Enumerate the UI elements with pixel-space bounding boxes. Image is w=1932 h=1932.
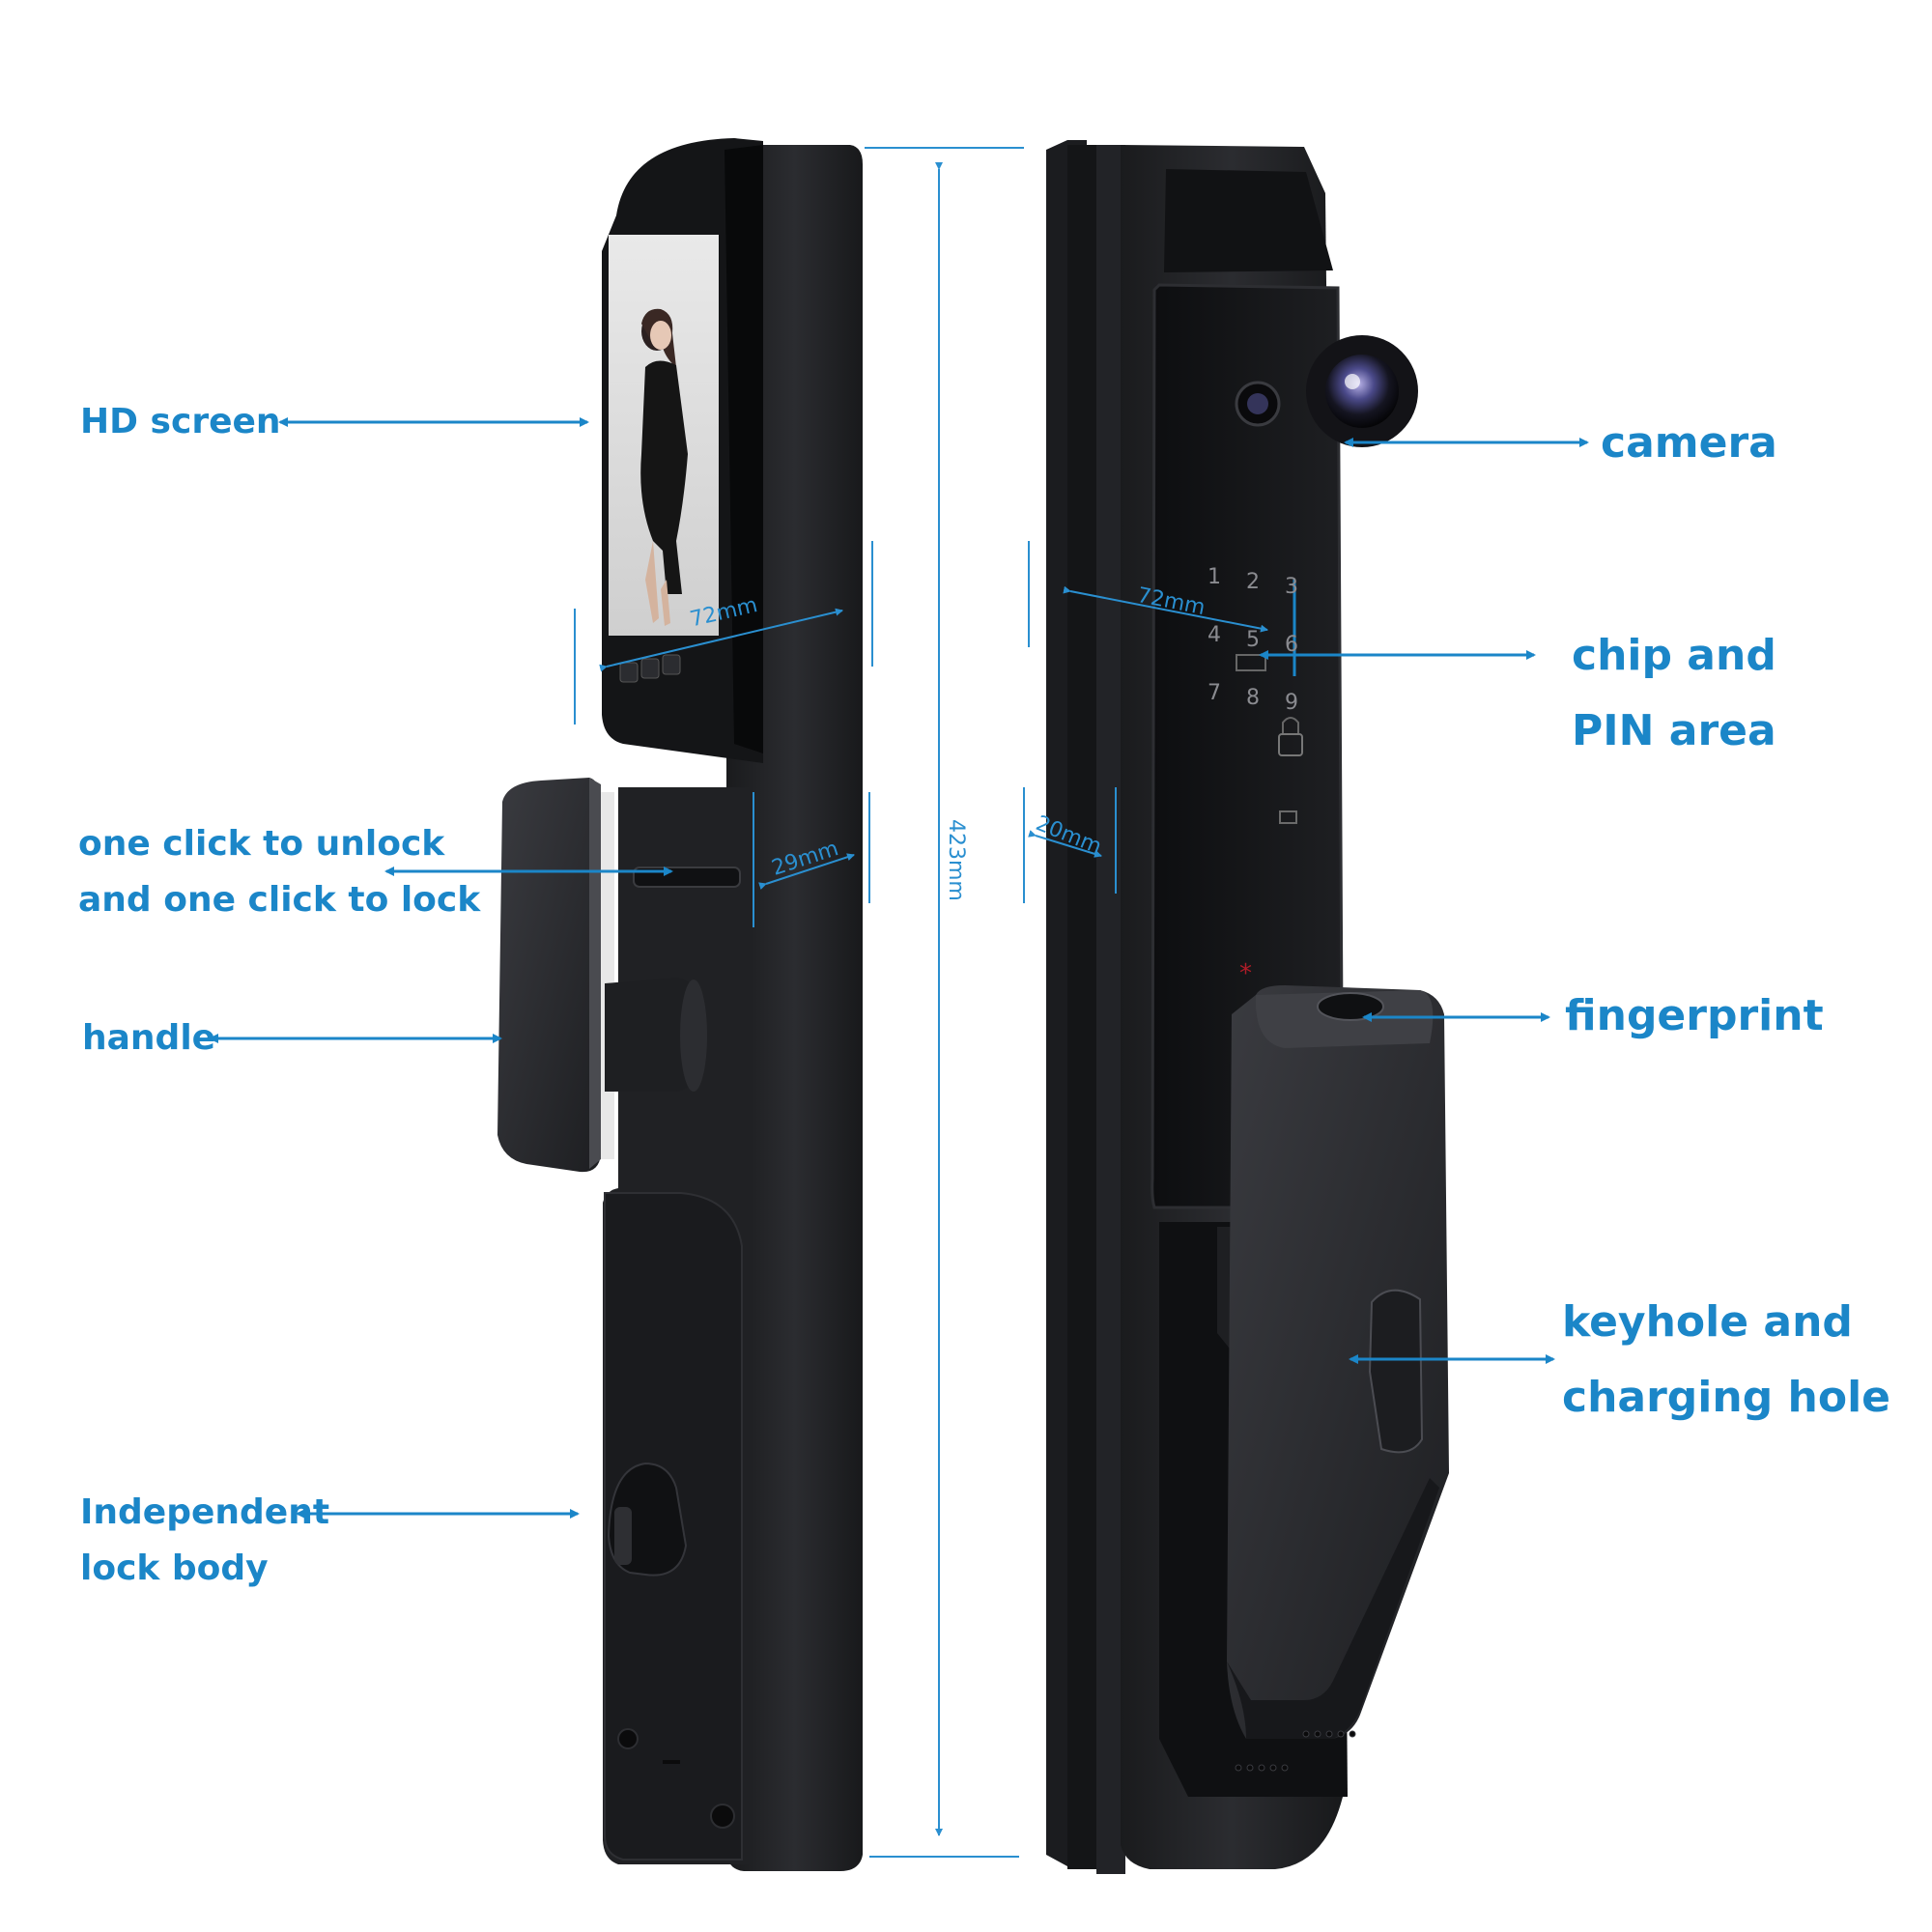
keypad-key-8: 8 xyxy=(1246,686,1260,710)
keyhole xyxy=(1368,1289,1424,1454)
chip-label-line1: chip and xyxy=(1572,631,1776,680)
one-click-label: one click to unlock and one click to loc… xyxy=(78,816,480,928)
camera-label: camera xyxy=(1601,418,1777,468)
height-dimension-label: 423mm xyxy=(944,819,968,901)
independent-lock-body-label: Independent lock body xyxy=(80,1485,329,1597)
handle-label: handle xyxy=(82,1018,216,1058)
keypad-key-5: 5 xyxy=(1246,628,1260,652)
keyhole-label-line1: keyhole and xyxy=(1562,1297,1853,1347)
keypad-key-3: 3 xyxy=(1285,575,1298,599)
one-click-label-line2: and one click to lock xyxy=(78,880,481,920)
keypad-key-6: 6 xyxy=(1285,633,1298,657)
fingerprint-label: fingerprint xyxy=(1565,991,1824,1040)
chip-pin-label: chip and PIN area xyxy=(1572,618,1776,769)
dimension-lines xyxy=(574,541,1268,927)
chip-label-line2: PIN area xyxy=(1572,706,1776,755)
front-lock xyxy=(497,138,863,1871)
independent-label-line1: Independent xyxy=(80,1492,330,1532)
keypad-key-2: 2 xyxy=(1246,570,1260,594)
one-click-label-line1: one click to unlock xyxy=(78,824,445,864)
height-dimension xyxy=(865,147,1024,1858)
keyhole-label-line2: charging hole xyxy=(1562,1373,1890,1422)
hd-screen-label: HD screen xyxy=(80,402,281,441)
keypad-star: * xyxy=(1239,959,1252,988)
back-lock: * xyxy=(1046,140,1449,1874)
keypad-key-1: 1 xyxy=(1208,565,1221,589)
keypad-key-9: 9 xyxy=(1285,691,1298,715)
keyhole-charging-label: keyhole and charging hole xyxy=(1562,1285,1890,1435)
independent-label-line2: lock body xyxy=(80,1548,269,1588)
keypad-key-7: 7 xyxy=(1208,681,1221,705)
callout-arrows xyxy=(209,417,1589,1519)
keypad-key-4: 4 xyxy=(1208,623,1221,647)
